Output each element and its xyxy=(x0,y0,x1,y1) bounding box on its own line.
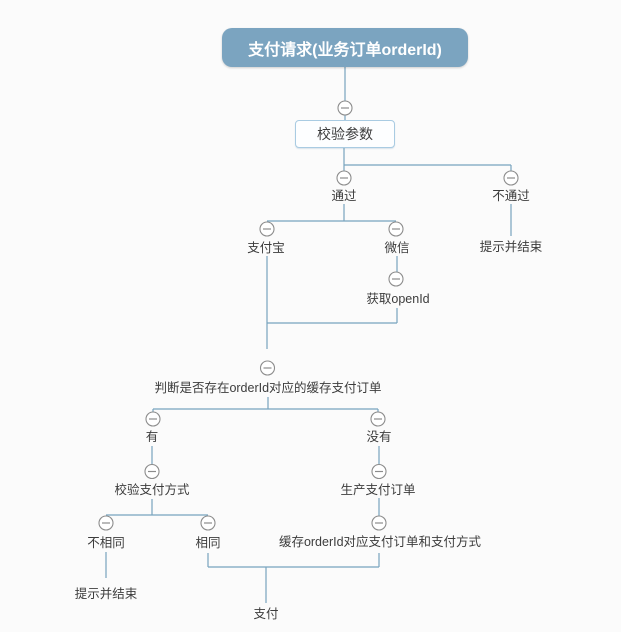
node-fail[interactable]: 不通过 xyxy=(492,188,530,203)
collapse-icon[interactable] xyxy=(259,221,275,237)
collapse-icon[interactable] xyxy=(98,515,114,531)
collapse-icon[interactable] xyxy=(388,221,404,237)
collapse-icon[interactable] xyxy=(259,360,276,376)
node-alipay[interactable]: 支付宝 xyxy=(247,240,285,255)
collapse-icon[interactable] xyxy=(144,463,160,480)
node-verify-pay-method[interactable]: 校验支付方式 xyxy=(114,482,190,497)
collapse-icons xyxy=(98,100,519,531)
node-pass[interactable]: 通过 xyxy=(331,188,357,203)
collapse-icon[interactable] xyxy=(371,515,387,531)
node-not-same[interactable]: 不相同 xyxy=(87,535,125,550)
collapse-icon[interactable] xyxy=(503,170,519,186)
node-has-none[interactable]: 没有 xyxy=(366,429,392,444)
node-payment-request[interactable]: 支付请求(业务订单orderId) xyxy=(222,28,468,67)
node-create-pay-order[interactable]: 生产支付订单 xyxy=(340,482,416,497)
node-fail-end[interactable]: 提示并结束 xyxy=(479,239,543,254)
collapse-icon[interactable] xyxy=(370,411,386,427)
collapse-icon[interactable] xyxy=(145,411,161,427)
node-judge-cache[interactable]: 判断是否存在orderId对应的缓存支付订单 xyxy=(154,380,382,395)
node-not-same-end[interactable]: 提示并结束 xyxy=(74,586,138,601)
node-get-openid[interactable]: 获取openId xyxy=(366,291,430,306)
node-has[interactable]: 有 xyxy=(145,429,159,444)
collapse-icon[interactable] xyxy=(200,515,216,531)
collapse-icon[interactable] xyxy=(336,170,352,186)
connectors xyxy=(105,67,512,603)
node-pay[interactable]: 支付 xyxy=(253,606,279,621)
collapse-icon[interactable] xyxy=(371,463,387,480)
node-wechat[interactable]: 微信 xyxy=(384,240,410,255)
node-same[interactable]: 相同 xyxy=(195,535,221,550)
collapse-icon[interactable] xyxy=(337,100,353,116)
node-cache-order[interactable]: 缓存orderId对应支付订单和支付方式 xyxy=(278,534,482,549)
collapse-icon[interactable] xyxy=(388,271,404,287)
node-check-params[interactable]: 校验参数 xyxy=(295,120,395,148)
